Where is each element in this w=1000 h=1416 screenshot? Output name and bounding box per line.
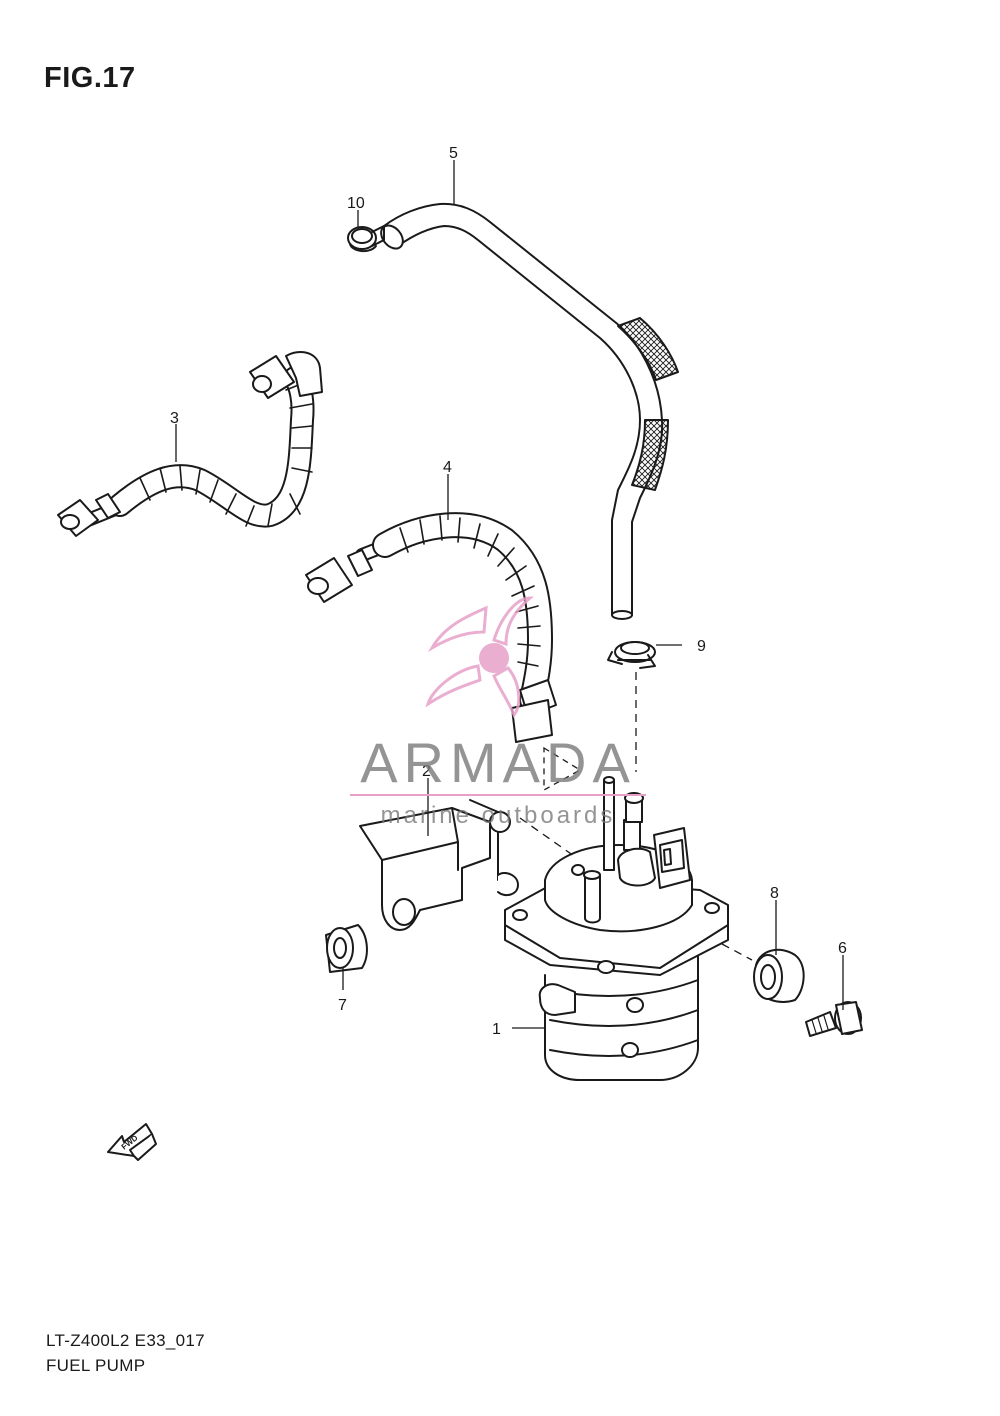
- callout-7: 7: [338, 997, 347, 1014]
- callout-9: 9: [697, 638, 706, 655]
- bolt-part-6: [805, 1001, 863, 1037]
- callout-3: 3: [170, 410, 179, 427]
- watermark-brand: ARMADA: [360, 731, 636, 794]
- footer-section-name: FUEL PUMP: [46, 1356, 146, 1375]
- callout-8: 8: [770, 885, 779, 902]
- clamp-part-9: [607, 641, 656, 669]
- footer-model-code: LT-Z400L2 E33_017: [46, 1331, 205, 1350]
- figure-title: FIG.17: [44, 62, 136, 94]
- callout-4: 4: [443, 459, 452, 476]
- fwd-arrow-icon: [107, 1123, 157, 1161]
- fuel-pump-part-1: [504, 776, 729, 1081]
- fuel-hose-part-5: [380, 202, 679, 620]
- grommet-part-7: [325, 924, 368, 973]
- harness-part-4: [305, 512, 557, 743]
- callout-2: 2: [422, 763, 431, 780]
- callout-6: 6: [838, 940, 847, 957]
- harness-part-3: [57, 351, 323, 537]
- callout-1: 1: [492, 1021, 501, 1038]
- watermark-tagline: marine outboards: [381, 802, 616, 829]
- watermark-logo: [425, 596, 535, 718]
- callout-5: 5: [449, 145, 458, 162]
- grommet-part-8: [753, 948, 805, 1003]
- bracket-part-2: [359, 799, 519, 931]
- callout-10: 10: [347, 195, 365, 212]
- leader-lines: [175, 160, 844, 1029]
- clamp-part-10: [347, 225, 385, 252]
